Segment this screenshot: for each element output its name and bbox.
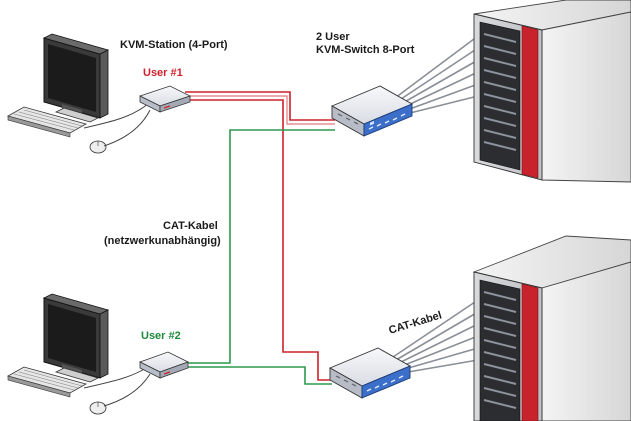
user1-cable-to-bottom-switch (185, 99, 332, 381)
server-rack-icon (473, 0, 631, 183)
label-user2: User #2 (141, 330, 181, 342)
workstation-2 (6, 293, 151, 415)
kvm-switch-icon (328, 347, 412, 399)
cables (185, 91, 335, 385)
server-rack-icon (472, 235, 631, 421)
mouse-icon (89, 140, 107, 154)
monitor-icon (42, 293, 110, 383)
monitor-icon (42, 33, 110, 123)
mouse-icon (89, 401, 107, 415)
kvm-switch-icon (330, 85, 414, 137)
workstation-2-cables (83, 367, 151, 407)
server-cable-bundle-top (394, 35, 479, 114)
user1-cable-to-top-switch-pair (185, 95, 335, 125)
label-kvm-station: KVM-Station (4-Port) (120, 39, 228, 51)
kvm-station-icon (138, 351, 190, 379)
user2-cable-to-bottom-switch (185, 366, 332, 385)
label-cat-cable: CAT-Kabel (163, 220, 218, 232)
keyboard-icon (6, 106, 88, 138)
user1-cable-to-top-switch (185, 91, 335, 121)
server-cable-bundle-bottom (392, 299, 479, 373)
user2-cable-to-top-switch (185, 129, 335, 364)
kvm-station-icon (138, 85, 192, 113)
label-cat-cable-bottom: CAT-Kabel (387, 309, 443, 337)
label-switch-line1: 2 User (316, 31, 350, 43)
workstation-1 (6, 33, 151, 154)
keyboard-icon (6, 366, 88, 398)
label-cat-cable-note: (netzwerkunabhängig) (104, 235, 221, 247)
label-user1: User #1 (143, 67, 183, 79)
workstation-1-cables (83, 103, 151, 147)
label-switch-line2: KVM-Switch 8-Port (316, 44, 415, 56)
